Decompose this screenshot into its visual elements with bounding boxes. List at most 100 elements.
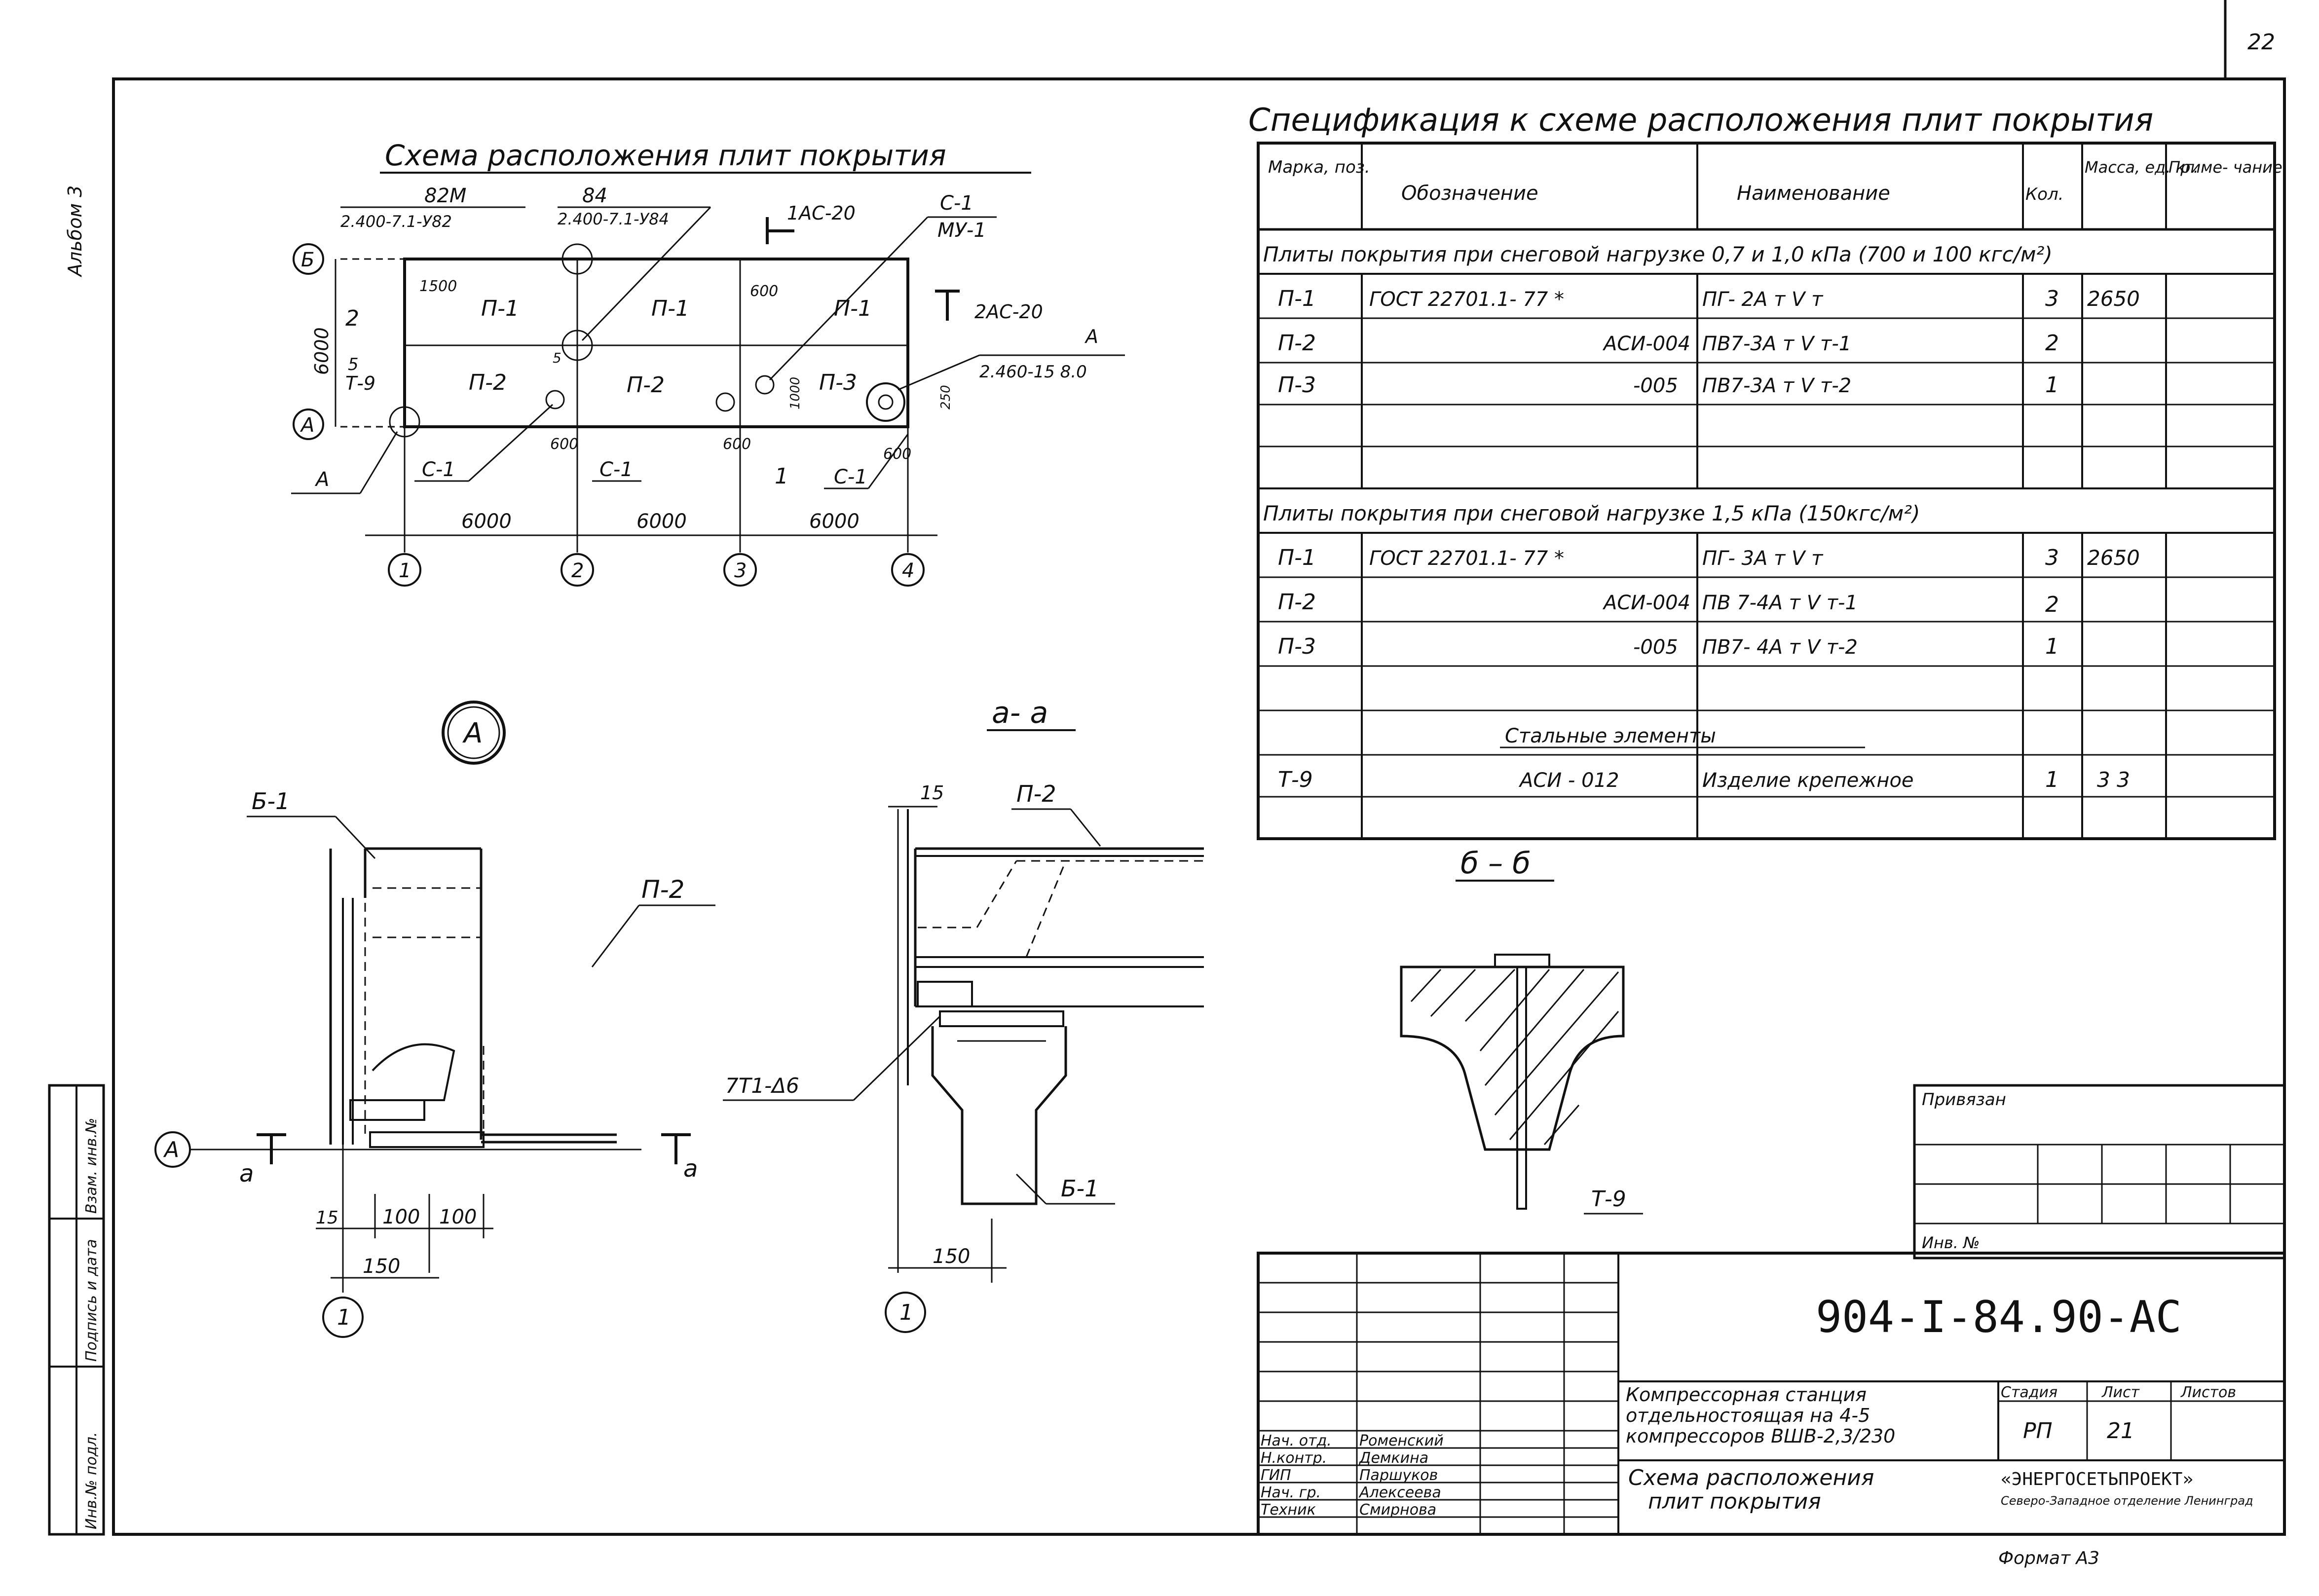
svg-text:6000: 6000 [461, 510, 512, 533]
svg-text:6000: 6000 [809, 510, 860, 533]
svg-text:2: 2 [2045, 331, 2059, 356]
svg-text:1: 1 [899, 1300, 913, 1325]
svg-text:Алексеева: Алексеева [1358, 1484, 1441, 1501]
svg-text:ПВ7-3А т Ⅴ т-2: ПВ7-3А т Ⅴ т-2 [1702, 374, 1851, 397]
svg-text:ПГ- 2А т Ⅴ т: ПГ- 2А т Ⅴ т [1702, 288, 1824, 311]
svg-text:Листов: Листов [2180, 1384, 2236, 1401]
svg-text:100: 100 [439, 1206, 477, 1228]
svg-text:Б-1: Б-1 [252, 788, 290, 815]
svg-text:-005: -005 [1633, 636, 1678, 659]
svg-text:ПВ7-3А т Ⅴ т-1: ПВ7-3А т Ⅴ т-1 [1702, 333, 1851, 355]
title-block: Привязан Инв. № 904-I-84.90-АС Нач. отд.… [1257, 1084, 2286, 1536]
svg-text:Стальные элементы: Стальные элементы [1505, 725, 1716, 747]
plan-view: Схема расположения плит покрытия Б А 600… [291, 139, 1125, 587]
svg-text:РП: РП [2023, 1418, 2053, 1444]
svg-text:Подпись и дата: Подпись и дата [83, 1239, 100, 1362]
svg-text:Н.контр.: Н.контр. [1261, 1449, 1327, 1467]
svg-text:ГОСТ 22701.1- 77 *: ГОСТ 22701.1- 77 * [1369, 547, 1564, 570]
svg-text:АСИ-004: АСИ-004 [1602, 333, 1690, 355]
svg-text:П-3: П-3 [819, 370, 857, 395]
svg-text:600: 600 [550, 436, 578, 453]
svg-text:1000: 1000 [788, 377, 803, 409]
svg-text:а: а [683, 1155, 698, 1183]
side-stamp: Взам. инв.№ Подпись и дата Инв.№ подл. [48, 1084, 105, 1536]
svg-text:3 3: 3 3 [2097, 768, 2130, 792]
section-aa: а- а 15 П-2 7Т1-Δ6 Б-1 150 1 [723, 696, 1204, 1333]
svg-text:Плиты покрытия при снеговой на: Плиты покрытия при снеговой нагрузке 0,7… [1263, 242, 2053, 266]
project-name: Компрессорная станция отдельностоящая на… [1626, 1384, 1895, 1447]
svg-text:Т-9: Т-9 [1278, 767, 1313, 792]
svg-text:Т-9: Т-9 [345, 372, 375, 394]
svg-text:А: А [299, 414, 314, 437]
svg-text:Смирнова: Смирнова [1359, 1501, 1436, 1519]
svg-text:3: 3 [2045, 545, 2059, 570]
svg-text:П-2: П-2 [627, 372, 665, 398]
album-label: Альбом 3 [64, 186, 86, 278]
svg-text:Изделие крепежное: Изделие крепежное [1702, 769, 1914, 792]
svg-text:15: 15 [920, 782, 944, 804]
spec-rows-2: П-1 ГОСТ 22701.1- 77 * ПГ- 3А т Ⅴ т 3 26… [1258, 533, 2275, 839]
svg-text:15: 15 [316, 1208, 338, 1228]
svg-text:А: А [314, 468, 329, 491]
svg-text:А: А [163, 1137, 179, 1162]
svg-text:Б-1: Б-1 [1061, 1175, 1099, 1202]
svg-text:1: 1 [2045, 634, 2059, 659]
svg-text:7Т1-Δ6: 7Т1-Δ6 [725, 1074, 799, 1098]
svg-text:1: 1 [775, 464, 788, 489]
svg-text:21: 21 [2107, 1418, 2134, 1444]
svg-text:4: 4 [902, 559, 914, 582]
svg-text:П-2: П-2 [1016, 780, 1056, 807]
format-label: Формат А3 [1998, 1548, 2099, 1568]
specification-table: Спецификация к схеме расположения плит п… [1248, 102, 2282, 840]
svg-text:б – б: б – б [1460, 846, 1531, 881]
section-bb: б – б Т-9 [1400, 846, 1643, 1215]
svg-text:Привязан: Привязан [1922, 1090, 2006, 1110]
svg-text:Кол.: Кол. [2025, 185, 2063, 204]
svg-text:5: 5 [553, 350, 561, 366]
svg-text:П-1: П-1 [1278, 545, 1316, 570]
svg-text:П-2: П-2 [1278, 331, 1316, 356]
spec-rows-1: П-1 ГОСТ 22701.1- 77 * ПГ- 2А т Ⅴ т 3 26… [1258, 274, 2275, 489]
svg-text:П-1: П-1 [834, 296, 872, 321]
plan-title: Схема расположения плит покрытия [385, 139, 946, 172]
svg-text:Обозначение: Обозначение [1401, 182, 1538, 205]
svg-text:С-1: С-1 [422, 458, 455, 481]
svg-text:П-1: П-1 [651, 296, 689, 321]
spec-header: Марка, поз. [1268, 157, 1370, 177]
svg-text:600: 600 [723, 436, 751, 453]
svg-text:Северо-Западное отделение Лени: Северо-Западное отделение Ленинград [2001, 1494, 2253, 1508]
svg-text:Инв.№ подл.: Инв.№ подл. [83, 1432, 100, 1529]
svg-text:1: 1 [337, 1305, 351, 1330]
svg-text:1: 1 [399, 559, 411, 582]
svg-text:А: А [462, 717, 483, 749]
svg-text:С-1: С-1 [599, 458, 633, 481]
svg-text:6000: 6000 [636, 510, 687, 533]
svg-text:ПВ7- 4А т Ⅴ т-2: ПВ7- 4А т Ⅴ т-2 [1702, 636, 1858, 659]
svg-text:Демкина: Демкина [1358, 1449, 1428, 1467]
svg-text:2АС-20: 2АС-20 [974, 301, 1043, 323]
svg-text:С-1: С-1 [834, 466, 867, 488]
svg-text:Роменский: Роменский [1359, 1432, 1444, 1449]
svg-text:82М: 82М [424, 185, 466, 207]
svg-text:150: 150 [933, 1245, 970, 1268]
svg-text:Т-9: Т-9 [1591, 1187, 1626, 1212]
svg-text:АСИ-004: АСИ-004 [1602, 592, 1690, 614]
svg-text:2650: 2650 [2087, 546, 2140, 570]
svg-text:П-2: П-2 [641, 875, 684, 904]
drawing-code: 904-I-84.90-АС [1816, 1292, 2182, 1342]
svg-text:П-2: П-2 [469, 370, 507, 395]
svg-text:а: а [239, 1160, 254, 1188]
svg-text:600: 600 [750, 283, 778, 300]
svg-text:Приме- чание: Приме- чание [2169, 158, 2282, 177]
svg-text:-005: -005 [1633, 374, 1678, 397]
svg-text:а- а: а- а [992, 696, 1048, 730]
svg-text:П-3: П-3 [1278, 372, 1316, 398]
svg-text:2: 2 [571, 559, 584, 582]
spec-cell: П-1 [1278, 286, 1316, 311]
svg-text:84: 84 [582, 185, 607, 207]
svg-text:2650: 2650 [2087, 287, 2140, 311]
detail-a: А Б-1 П-2 А а а 15 [154, 701, 715, 1338]
sheet-frame [112, 77, 2286, 1536]
svg-text:3: 3 [734, 559, 747, 582]
